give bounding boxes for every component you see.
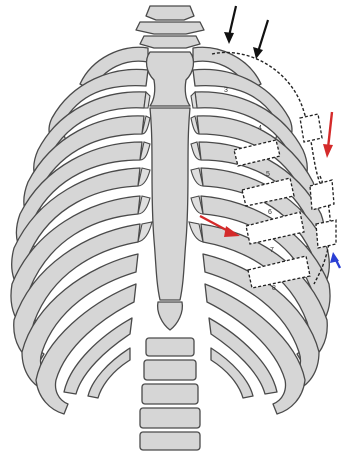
sternum — [147, 52, 194, 330]
blue-arrow-icon — [330, 252, 340, 268]
left-ribs — [11, 47, 148, 414]
cervical-vertebra-2 — [136, 22, 204, 34]
red-arrow-icon — [323, 112, 333, 158]
manubrium — [147, 52, 194, 106]
rib-number-4: 4 — [258, 125, 262, 132]
lumbar-vertebra-1 — [146, 338, 194, 356]
lumbar-vertebra-3 — [142, 384, 198, 404]
rib-number-7: 7 — [270, 247, 274, 254]
black-arrow-icon — [253, 20, 268, 59]
rib-number-8: 8 — [272, 285, 276, 292]
rib-number-3: 3 — [224, 87, 228, 94]
cervical-vertebra-top — [146, 6, 194, 20]
rib-number-6: 6 — [268, 209, 272, 216]
fracture-segment-lateral-upper — [300, 114, 322, 142]
rib-number-5: 5 — [266, 171, 270, 178]
right-costal-cartilages — [189, 92, 203, 242]
xiphoid-process — [158, 302, 183, 330]
black-arrow-icon — [224, 6, 236, 44]
lumbar-vertebra-5 — [140, 432, 200, 450]
sternum-body — [150, 108, 190, 300]
cervical-vertebra-3 — [140, 36, 200, 48]
lumbar-vertebra-2 — [144, 360, 196, 380]
lumbar-vertebra-4 — [140, 408, 200, 428]
fracture-segment-lateral-lower — [316, 220, 336, 248]
